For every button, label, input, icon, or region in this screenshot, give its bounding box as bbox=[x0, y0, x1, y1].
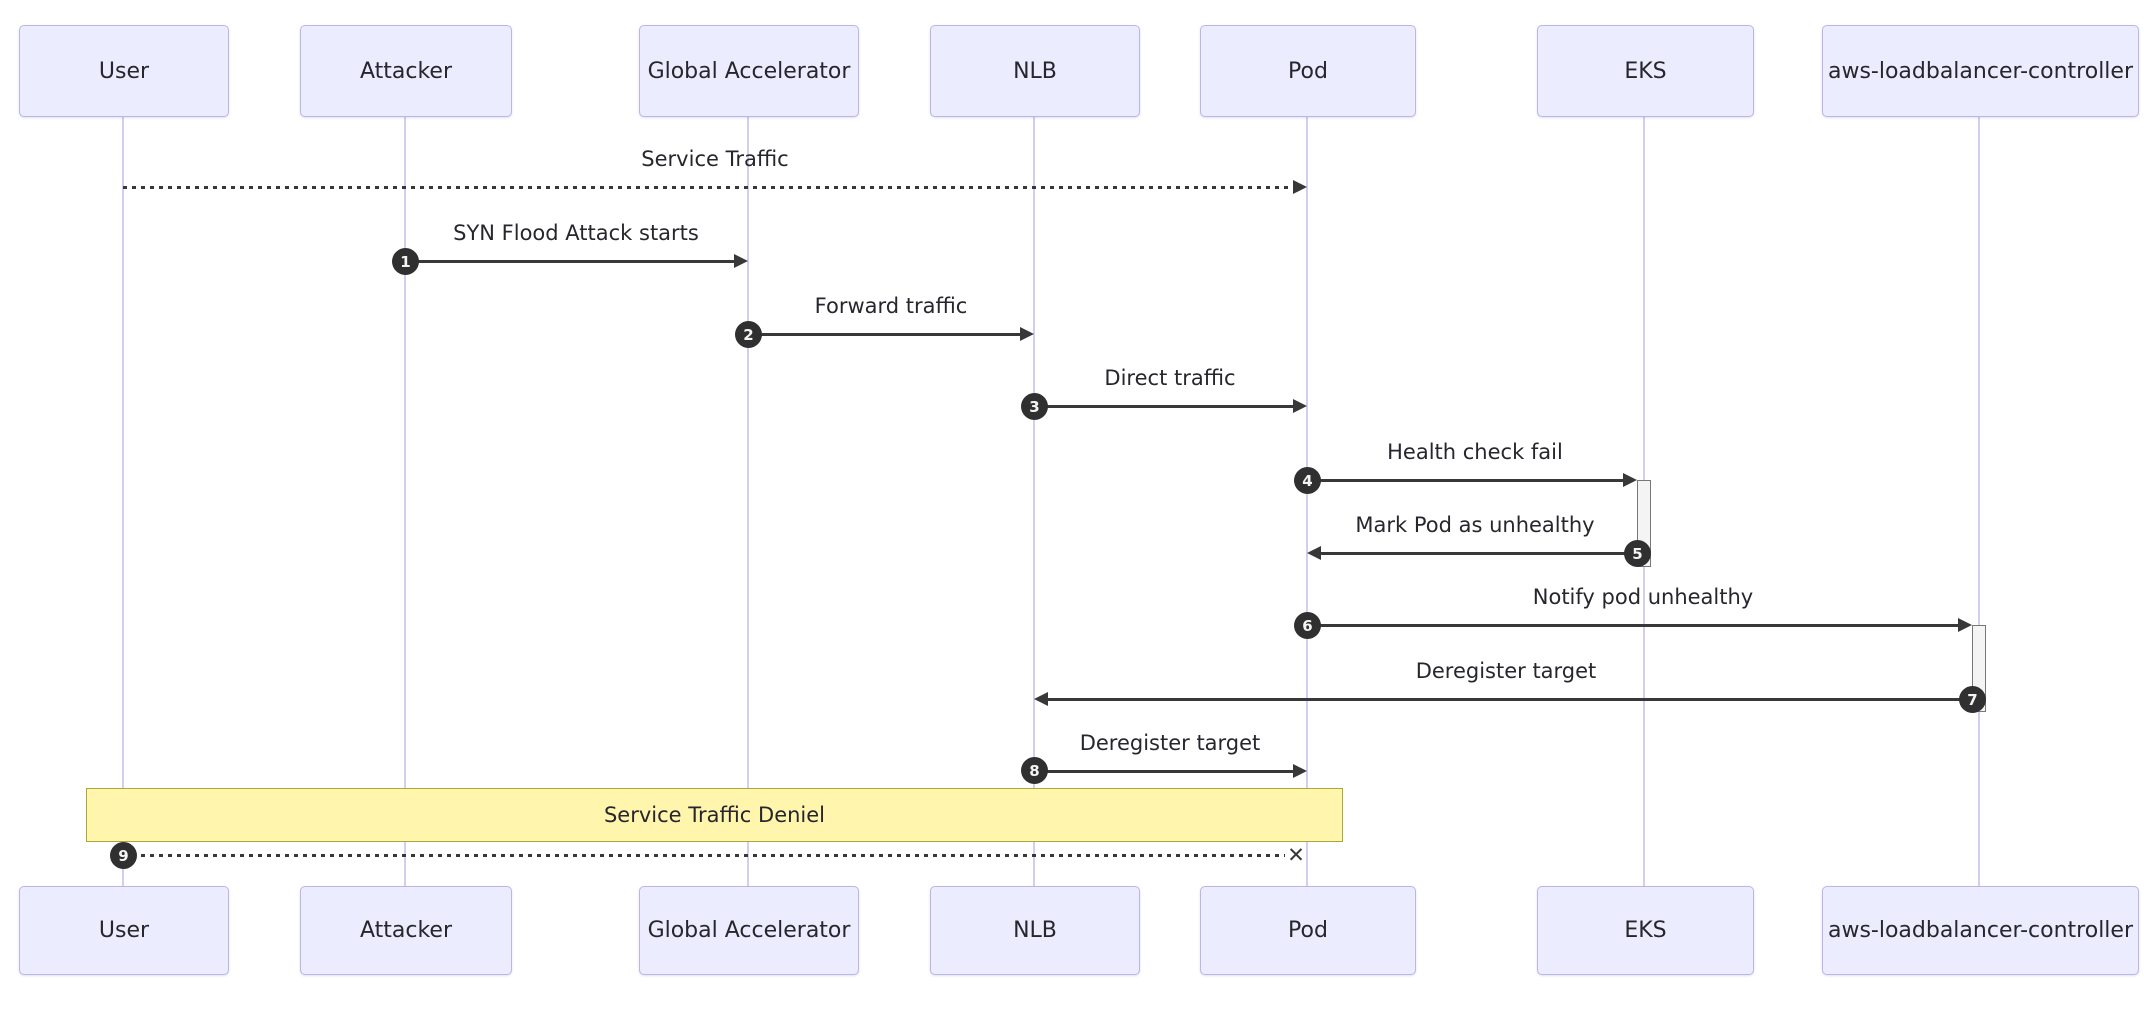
note-service-traffic-denial: Service Traffic Deniel bbox=[86, 788, 1343, 842]
sequence-number-badge: 3 bbox=[1021, 393, 1048, 420]
arrowhead-icon bbox=[1293, 180, 1307, 194]
sequence-number-badge: 1 bbox=[392, 248, 419, 275]
actor-label: Global Accelerator bbox=[647, 58, 851, 84]
actor-nlb-bottom: NLB bbox=[930, 886, 1140, 975]
lifeline-nlb bbox=[1033, 115, 1035, 888]
actor-alb-controller-bottom: aws-loadbalancer-controller bbox=[1822, 886, 2139, 975]
sequence-number-badge: 2 bbox=[735, 321, 762, 348]
lifeline-alb-controller bbox=[1978, 115, 1980, 888]
sequence-number-badge: 8 bbox=[1021, 757, 1048, 784]
message-line bbox=[1307, 624, 1958, 627]
message-line bbox=[748, 333, 1020, 336]
message-line bbox=[1034, 405, 1293, 408]
actor-label: EKS bbox=[1624, 918, 1667, 943]
message-label: SYN Flood Attack starts bbox=[453, 221, 699, 245]
arrowhead-icon bbox=[1293, 399, 1307, 413]
message-line bbox=[1034, 770, 1293, 773]
lifeline-global-accelerator bbox=[747, 115, 749, 888]
actor-eks-top: EKS bbox=[1537, 25, 1754, 117]
message-line bbox=[1307, 479, 1623, 482]
actor-label: User bbox=[98, 58, 150, 84]
message-label: Forward traffic bbox=[814, 294, 968, 318]
message-label: Direct traffic bbox=[1104, 366, 1236, 390]
actor-attacker-top: Attacker bbox=[300, 25, 512, 117]
message-label: Mark Pod as unhealthy bbox=[1355, 513, 1595, 537]
message-label: Deregister target bbox=[1079, 731, 1261, 755]
sequence-number-badge: 5 bbox=[1624, 540, 1651, 567]
message-label: Health check fail bbox=[1387, 440, 1563, 464]
sequence-number-badge: 4 bbox=[1294, 467, 1321, 494]
lifeline-attacker bbox=[404, 115, 406, 888]
actor-label: NLB bbox=[1013, 58, 1057, 84]
actor-pod-top: Pod bbox=[1200, 25, 1416, 117]
arrowhead-icon bbox=[1307, 546, 1321, 560]
message-line bbox=[405, 260, 736, 263]
arrowhead-icon bbox=[1958, 618, 1972, 632]
actor-label: User bbox=[98, 918, 150, 943]
actor-label: aws-loadbalancer-controller bbox=[1827, 58, 2134, 84]
arrowhead-icon bbox=[1020, 327, 1034, 341]
note-label: Service Traffic Deniel bbox=[603, 803, 826, 827]
sequence-number-badge: 6 bbox=[1294, 612, 1321, 639]
message-label: Service Traffic bbox=[641, 147, 789, 171]
message-line bbox=[1321, 552, 1637, 555]
actor-user-top: User bbox=[19, 25, 229, 117]
actor-alb-controller-top: aws-loadbalancer-controller bbox=[1822, 25, 2139, 117]
actor-label: Attacker bbox=[359, 918, 453, 943]
arrowhead-icon bbox=[1293, 764, 1307, 778]
actor-pod-bottom: Pod bbox=[1200, 886, 1416, 975]
actor-user-bottom: User bbox=[19, 886, 229, 975]
actor-attacker-bottom: Attacker bbox=[300, 886, 512, 975]
actor-global-accelerator-top: Global Accelerator bbox=[639, 25, 859, 117]
message-label: Notify pod unhealthy bbox=[1532, 585, 1754, 609]
arrowhead-icon bbox=[1034, 692, 1048, 706]
actor-label: EKS bbox=[1624, 58, 1667, 84]
message-line bbox=[123, 186, 1295, 189]
sequence-number-badge: 7 bbox=[1959, 686, 1986, 713]
actor-label: Global Accelerator bbox=[647, 918, 851, 943]
actor-label: Pod bbox=[1288, 58, 1328, 84]
lifeline-pod bbox=[1306, 115, 1308, 888]
lifeline-user bbox=[122, 115, 124, 888]
actor-nlb-top: NLB bbox=[930, 25, 1140, 117]
actor-eks-bottom: EKS bbox=[1537, 886, 1754, 975]
cross-end-icon: ✕ bbox=[1287, 843, 1305, 867]
actor-label: NLB bbox=[1013, 918, 1057, 943]
actor-label: Pod bbox=[1288, 918, 1328, 943]
actor-label: aws-loadbalancer-controller bbox=[1827, 918, 2134, 943]
arrowhead-icon bbox=[1623, 473, 1637, 487]
message-label: Deregister target bbox=[1415, 659, 1597, 683]
sequence-number-badge: 9 bbox=[110, 842, 137, 869]
message-line bbox=[123, 854, 1285, 857]
arrowhead-icon bbox=[734, 254, 748, 268]
actor-global-accelerator-bottom: Global Accelerator bbox=[639, 886, 859, 975]
message-line bbox=[1048, 698, 1972, 701]
actor-label: Attacker bbox=[359, 58, 453, 84]
